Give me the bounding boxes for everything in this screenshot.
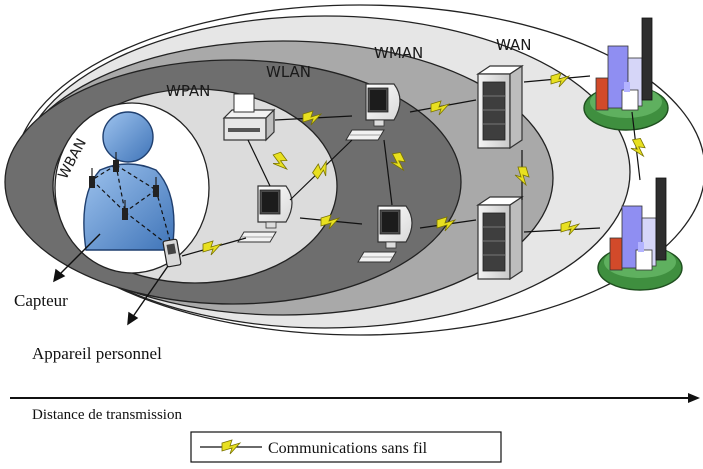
- distance-axis: [10, 393, 700, 403]
- sensor-icons: [89, 152, 159, 220]
- person-figure: [83, 111, 175, 251]
- annotation-arrows: [53, 233, 169, 326]
- wlan-label: WLAN: [266, 63, 311, 81]
- personal-device-label: Appareil personnel: [32, 344, 162, 363]
- wman-label: WMAN: [374, 44, 423, 62]
- server-bottom: [477, 196, 523, 280]
- legend-label: Communications sans fil: [268, 440, 428, 457]
- server-top: [477, 65, 523, 149]
- personal-device-icon: [162, 238, 182, 268]
- printer-icon: [222, 93, 276, 142]
- distance-axis-label: Distance de transmission: [32, 407, 182, 423]
- legend: Communications sans fil: [190, 431, 502, 463]
- wpan-label: WPAN: [166, 82, 210, 100]
- wan-label: WAN: [496, 36, 532, 54]
- sensor-label: Capteur: [14, 291, 68, 310]
